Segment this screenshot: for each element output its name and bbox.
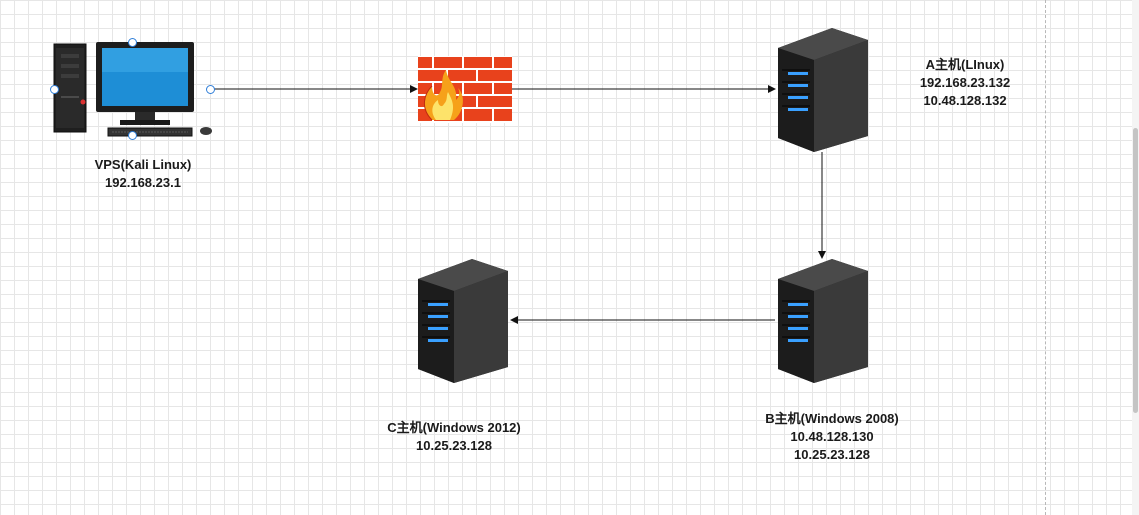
selection-handle-left[interactable] [50, 85, 59, 94]
host-a-name: A主机(LInux) [925, 57, 1005, 72]
host-b-ip1: 10.48.128.130 [790, 429, 874, 444]
firewall-icon [418, 56, 512, 123]
desktop-computer-icon [53, 42, 212, 137]
host-c-ip1: 10.25.23.128 [416, 438, 492, 453]
host-b-label: B主机(Windows 2008) 10.48.128.130 10.25.23… [752, 410, 912, 464]
host-c-node[interactable] [414, 257, 510, 385]
host-c-label: C主机(Windows 2012) 10.25.23.128 [374, 419, 534, 455]
server-icon [778, 259, 868, 383]
host-b-name: B主机(Windows 2008) [765, 411, 899, 426]
host-a-ip1: 192.168.23.132 [919, 75, 1011, 90]
host-a-node[interactable] [774, 26, 870, 154]
selection-handle-right[interactable] [206, 85, 215, 94]
host-c-name: C主机(Windows 2012) [387, 420, 521, 435]
page-boundary-line [1045, 0, 1046, 515]
host-b-node[interactable] [774, 257, 870, 385]
firewall-node[interactable] [418, 56, 512, 123]
host-a-ip2: 10.48.128.132 [923, 93, 1007, 108]
selection-handle-bottom[interactable] [128, 131, 137, 140]
server-icon [778, 28, 868, 152]
vps-name: VPS(Kali Linux) [94, 157, 192, 172]
host-a-label: A主机(LInux) 192.168.23.132 10.48.128.132 [890, 56, 1040, 110]
vps-node[interactable] [50, 40, 215, 140]
server-icon [418, 259, 508, 383]
vps-ip: 192.168.23.1 [105, 175, 181, 190]
selection-handle-top[interactable] [128, 38, 137, 47]
host-b-ip2: 10.25.23.128 [794, 447, 870, 462]
vertical-scrollbar-thumb[interactable] [1133, 128, 1138, 413]
vps-label: VPS(Kali Linux) 192.168.23.1 [68, 156, 218, 192]
